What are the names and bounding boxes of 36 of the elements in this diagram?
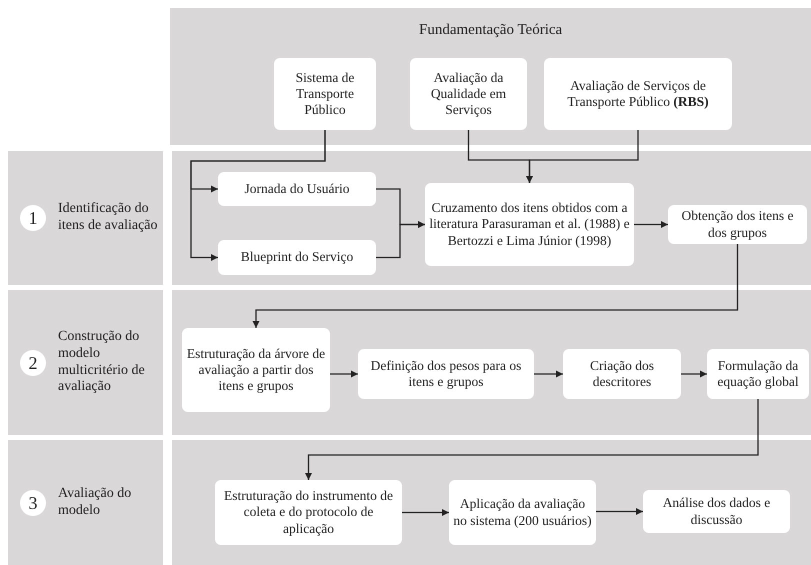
arrow [330, 370, 358, 378]
process-box: Sistema de Transporte Público [274, 58, 376, 130]
arrow [402, 509, 449, 516]
arrow [526, 130, 639, 183]
process-box: Cruzamento dos itens obtidos com a literatura Parasuraman et al. (1988) e Bertozzi e Lima Júnior (1998) [425, 183, 634, 266]
process-box: Obtenção dos itens e dos grupos [668, 205, 807, 244]
swimlane [8, 290, 811, 435]
process-box: Formulação da equação global [707, 349, 809, 399]
process-box: Jornada do Usuário [218, 172, 376, 206]
lane-title: Identificação do itens de avaliação [58, 201, 158, 235]
lane-title: Construção do modelo multicritério de avaliação [58, 329, 146, 396]
arrow [376, 221, 425, 258]
swimlane [8, 151, 811, 285]
process-box: Criação dos descritores [563, 349, 681, 399]
lane-title: Avaliação do modelo [58, 486, 132, 520]
process-box: Estruturação da árvore de avaliação a partir dos itens e grupos [182, 328, 330, 412]
swimlane [8, 440, 811, 565]
arrow [190, 130, 326, 261]
step-number: 1 [20, 205, 46, 231]
arrow [252, 244, 738, 328]
process-box: Blueprint do Serviço [218, 240, 376, 275]
step-number: 3 [20, 490, 46, 516]
arrow [534, 370, 563, 378]
process-box: Estruturação do instrumento de coleta e do protocolo de aplicação [215, 480, 402, 545]
process-box: Avaliação da Qualidade em Serviços [410, 58, 527, 130]
section-band [170, 8, 811, 145]
arrow [596, 508, 643, 515]
arrow [681, 370, 707, 378]
process-box: Análise dos dados e discussão [643, 490, 790, 533]
process-box: Avaliação de Serviços de Transporte Público (RBS) [544, 58, 732, 130]
arrow [305, 399, 759, 480]
process-box: Aplicação da avaliação no sistema (200 usuários) [449, 480, 596, 545]
arrow [634, 221, 668, 228]
step-number: 2 [20, 350, 46, 376]
section-title: Fundamentação Teórica [419, 22, 562, 39]
process-box: Definição dos pesos para os itens e grupos [358, 349, 534, 399]
